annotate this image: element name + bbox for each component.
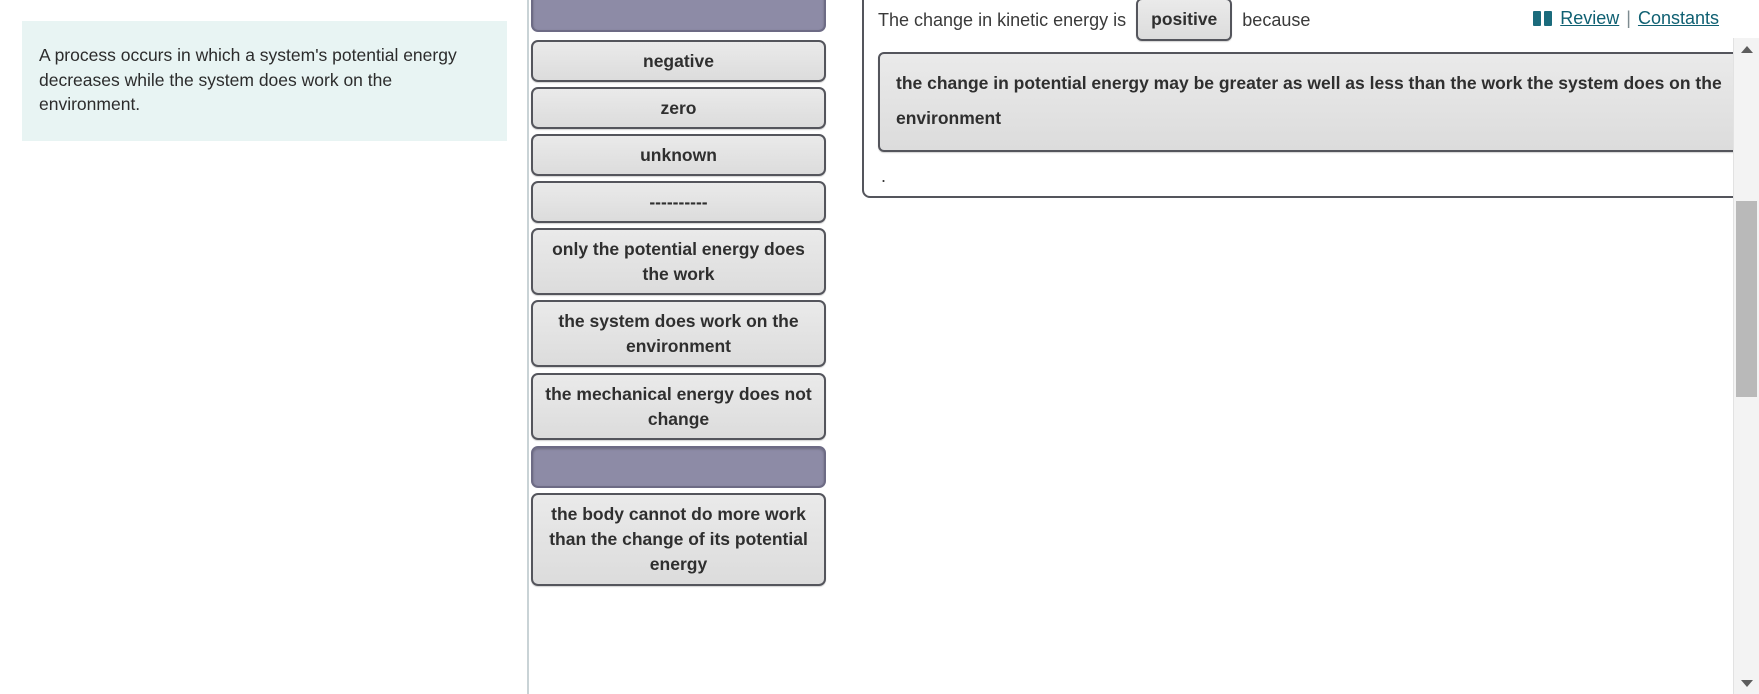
problem-statement-card: A process occurs in which a system's pot…: [22, 21, 507, 141]
bank-item-label: unknown: [640, 144, 717, 165]
book-icon: [1533, 11, 1553, 26]
answer-sentence-end: .: [881, 166, 887, 186]
header-links: Review | Constants: [1533, 8, 1719, 29]
bank-option-only-potential-energy[interactable]: only the potential energy does the work: [531, 228, 826, 295]
vertical-scrollbar[interactable]: [1733, 38, 1759, 694]
answer-drop-area[interactable]: The change in kinetic energy is positive…: [862, 0, 1759, 198]
bank-option-body-cannot-do-more-work[interactable]: the body cannot do more work than the ch…: [531, 493, 826, 586]
answer-sentence-line: The change in kinetic energy is positive…: [878, 0, 1759, 41]
problem-statement-text: A process occurs in which a system's pot…: [39, 45, 457, 114]
bank-item-label: ----------: [649, 191, 708, 212]
bank-item-label: the body cannot do more work than the ch…: [549, 504, 808, 574]
bank-item-label: only the potential energy does the work: [552, 238, 805, 284]
bank-placeholder-slot-1[interactable]: [531, 0, 826, 32]
answer-bank: negative zero unknown ---------- only th…: [531, 0, 831, 694]
bank-option-dashes[interactable]: ----------: [531, 181, 826, 223]
bank-option-zero[interactable]: zero: [531, 87, 826, 129]
answer-sentence-middle: because: [1242, 9, 1311, 30]
answer-token-reason[interactable]: the change in potential energy may be gr…: [878, 52, 1759, 152]
answer-pane: The change in kinetic energy is positive…: [862, 0, 1759, 694]
bank-item-label: zero: [660, 97, 697, 118]
scroll-up-arrow-icon[interactable]: [1734, 38, 1759, 60]
problem-pane: A process occurs in which a system's pot…: [0, 0, 527, 694]
bank-placeholder-slot-2[interactable]: [531, 446, 826, 488]
header-separator: |: [1626, 8, 1631, 28]
scroll-down-arrow-icon[interactable]: [1734, 672, 1759, 694]
bank-item-label: the system does work on the environment: [558, 310, 799, 356]
pane-divider: [527, 0, 529, 694]
scroll-thumb[interactable]: [1736, 201, 1757, 397]
bank-option-system-does-work[interactable]: the system does work on the environment: [531, 300, 826, 367]
bank-option-mechanical-energy[interactable]: the mechanical energy does not change: [531, 373, 826, 440]
bank-item-label: the mechanical energy does not change: [545, 383, 812, 429]
constants-link[interactable]: Constants: [1637, 8, 1719, 28]
bank-option-unknown[interactable]: unknown: [531, 134, 826, 176]
review-link[interactable]: Review: [1560, 8, 1620, 28]
answer-token-positive[interactable]: positive: [1136, 0, 1233, 41]
answer-sentence-prefix: The change in kinetic energy is: [878, 9, 1127, 30]
bank-option-negative[interactable]: negative: [531, 40, 826, 82]
bank-item-label: negative: [643, 50, 714, 71]
